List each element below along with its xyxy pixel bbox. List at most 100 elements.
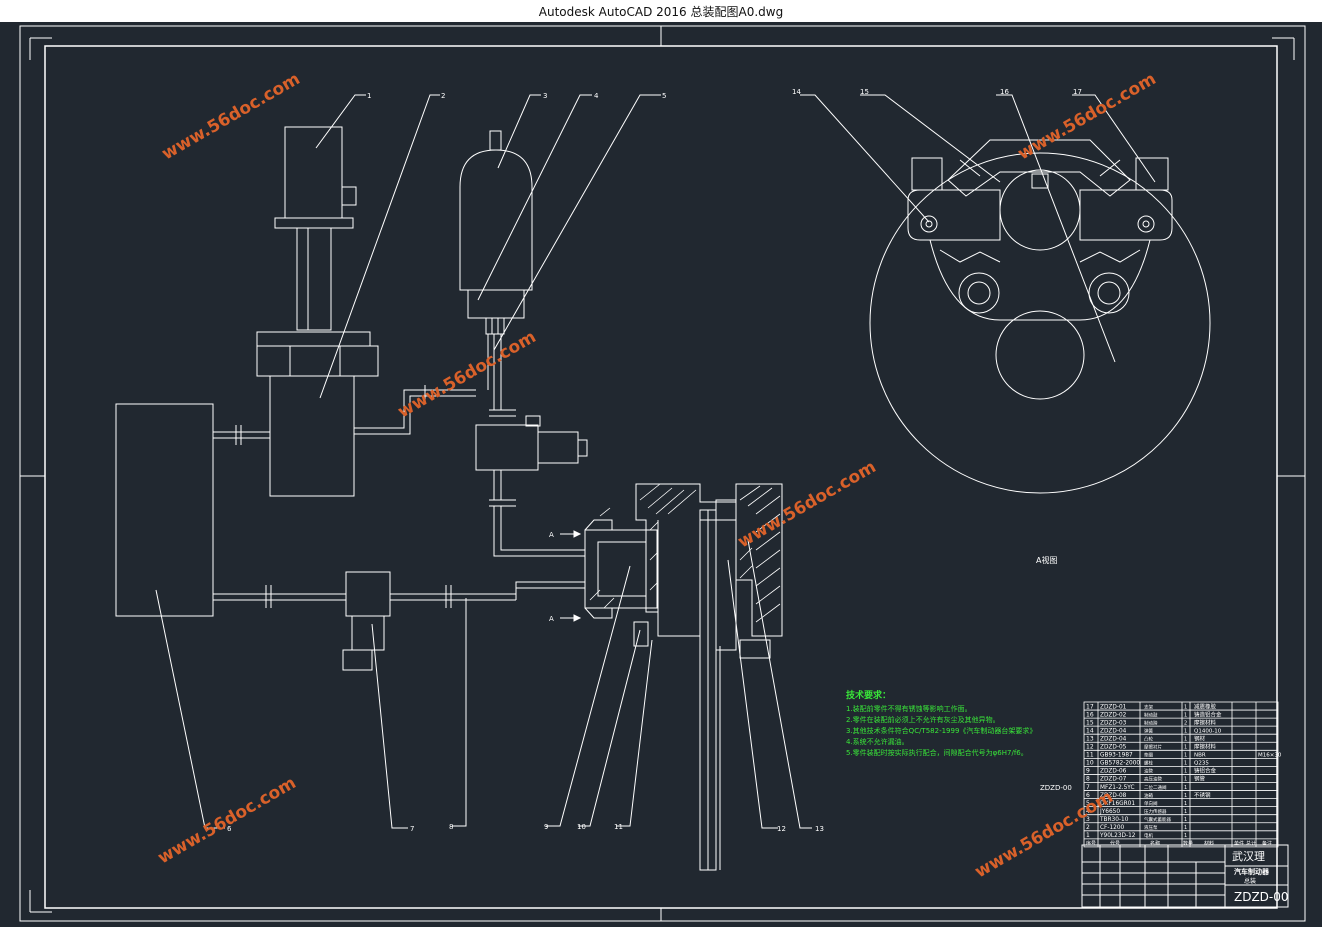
title-subtitle: 总装 bbox=[1244, 877, 1256, 885]
parts-row-qty: 1 bbox=[1184, 785, 1187, 791]
tech-req-line: 4.系统不允许漏油。 bbox=[846, 737, 909, 746]
tech-req-heading: 技术要求： bbox=[846, 689, 891, 701]
hydraulic-schematic bbox=[115, 126, 588, 671]
window-title: Autodesk AutoCAD 2016 总装配图A0.dwg bbox=[538, 5, 784, 19]
parts-row-material: 摩擦材料 bbox=[1194, 743, 1217, 751]
parts-row-no: 12 bbox=[1086, 744, 1094, 751]
drawing-code-left: ZDZD-00 bbox=[1040, 784, 1072, 792]
parts-row-no: 7 bbox=[1086, 784, 1090, 791]
parts-row-material: 铸造铝合金 bbox=[1194, 710, 1222, 718]
leader-lines bbox=[155, 94, 1156, 829]
parts-row-code: GB5782-2000 bbox=[1100, 761, 1140, 767]
parts-row-name: 二位二通阀 bbox=[1144, 784, 1167, 791]
parts-row-no: 16 bbox=[1086, 711, 1094, 718]
parts-row-code: ZDZD-07 bbox=[1100, 777, 1127, 783]
watermark: www.56doc.com bbox=[395, 327, 540, 422]
watermarks: www.56doc.com www.56doc.com www.56doc.co… bbox=[155, 69, 1160, 882]
parts-row-name: 摩擦衬片 bbox=[1144, 744, 1162, 751]
parts-row-name: 支架 bbox=[1144, 703, 1153, 710]
parts-row-material: 减震橡胶 bbox=[1194, 702, 1217, 710]
parts-row-name: 垫圈 bbox=[1144, 752, 1153, 759]
balloon-16: 16 bbox=[1000, 88, 1009, 96]
parts-row-name: 单向阀 bbox=[1144, 800, 1158, 807]
balloon-11: 11 bbox=[614, 823, 623, 831]
window-titlebar: Autodesk AutoCAD 2016 总装配图A0.dwg bbox=[0, 0, 1322, 22]
parts-row-material: 钢管 bbox=[1194, 775, 1206, 783]
parts-row-code: DXF16GR01 bbox=[1100, 801, 1135, 807]
watermark: www.56doc.com bbox=[1015, 69, 1160, 164]
drawing-canvas[interactable]: A A A视图 bbox=[0, 22, 1322, 927]
parts-row-qty: 1 bbox=[1184, 769, 1187, 775]
motor bbox=[284, 126, 343, 219]
section-marker-a-bottom: A bbox=[549, 615, 554, 623]
parts-header-cell: 序号 bbox=[1086, 840, 1096, 847]
parts-row-code: ZDZD-08 bbox=[1100, 793, 1127, 799]
view-a-label: A视图 bbox=[1036, 555, 1057, 565]
parts-header-cell: 单件 bbox=[1234, 840, 1244, 847]
parts-row-no: 3 bbox=[1086, 816, 1090, 823]
parts-row-no: 5 bbox=[1086, 800, 1090, 807]
parts-row-no: 17 bbox=[1086, 703, 1094, 710]
parts-row-name: 制动鼓 bbox=[1144, 711, 1158, 718]
outer-frame bbox=[19, 25, 1306, 922]
parts-row-code: ZDZD-04 bbox=[1100, 728, 1127, 734]
parts-row-material: Q235 bbox=[1194, 761, 1209, 767]
tech-requirements: 技术要求： 1.装配前零件不得有锈蚀等影响工作面。 2.零件在装配前必须上不允许… bbox=[846, 689, 1036, 757]
parts-row-code: JY6650 bbox=[1099, 809, 1120, 815]
balloon-8: 8 bbox=[449, 823, 453, 831]
watermark: www.56doc.com bbox=[972, 787, 1117, 882]
parts-header-cell: 总计 bbox=[1246, 840, 1256, 847]
parts-row-code: ZDZD-04 bbox=[1100, 736, 1127, 742]
parts-row-qty: 2 bbox=[1184, 720, 1187, 726]
parts-row-code: ZDZD-01 bbox=[1100, 704, 1127, 710]
balloon-10: 10 bbox=[577, 823, 586, 831]
title-block bbox=[1081, 844, 1289, 908]
parts-row-name: 电机 bbox=[1144, 832, 1153, 839]
tech-req-line: 5.零件装配时按实际执行配合，间隙配合代号为φ6H7/f6。 bbox=[846, 748, 1028, 757]
balloon-15: 15 bbox=[860, 88, 869, 96]
balloon-14: 14 bbox=[792, 88, 801, 96]
parts-header-cell: 代号 bbox=[1110, 840, 1120, 847]
parts-row-qty: 1 bbox=[1184, 793, 1187, 799]
drawing-svg: A A A视图 bbox=[19, 25, 1306, 922]
parts-row-name: 油箱 bbox=[1144, 792, 1153, 799]
parts-row-no: 4 bbox=[1086, 808, 1090, 815]
parts-row-qty: 1 bbox=[1184, 728, 1187, 734]
parts-row-no: 1 bbox=[1086, 832, 1090, 839]
parts-row-code: GB93-1987 bbox=[1100, 753, 1133, 759]
parts-row-code: ZDZD-03 bbox=[1100, 720, 1127, 726]
brake-section bbox=[560, 483, 783, 871]
parts-row-qty: 1 bbox=[1184, 809, 1187, 815]
parts-row-qty: 1 bbox=[1184, 825, 1187, 831]
parts-row-no: 2 bbox=[1086, 824, 1090, 831]
parts-row-no: 15 bbox=[1086, 719, 1094, 726]
title-school: 武汉理 bbox=[1232, 850, 1265, 863]
parts-row-code: Y90L23D-12 bbox=[1099, 833, 1136, 839]
parts-row-qty: 1 bbox=[1184, 817, 1187, 823]
parts-header-cell: 材料 bbox=[1204, 840, 1214, 847]
parts-row-no: 6 bbox=[1086, 792, 1090, 799]
parts-row-no: 13 bbox=[1086, 735, 1094, 742]
balloon-labels: 1 2 3 4 5 6 7 8 9 10 11 12 13 14 15 16 1… bbox=[227, 88, 1082, 833]
parts-row-qty: 1 bbox=[1184, 704, 1187, 710]
parts-row-name: 高压油管 bbox=[1144, 776, 1162, 783]
parts-row-no: 11 bbox=[1086, 752, 1094, 759]
parts-row-code: CF-1200 bbox=[1100, 825, 1125, 831]
parts-list-table bbox=[1083, 701, 1279, 848]
tech-req-line: 3.其他技术条件符合QC/T582-1999《汽车制动器台架要求》 bbox=[846, 726, 1036, 735]
parts-row-qty: 1 bbox=[1184, 801, 1187, 807]
balloon-17: 17 bbox=[1073, 88, 1082, 96]
parts-row-code: ZDZD-06 bbox=[1100, 769, 1127, 775]
parts-row-name: 螺栓 bbox=[1144, 760, 1153, 767]
parts-row-no: 9 bbox=[1086, 768, 1090, 775]
parts-note-right: M16×30 bbox=[1258, 753, 1282, 759]
parts-row-material: 钢材 bbox=[1194, 734, 1206, 742]
parts-row-code: ZDZD-05 bbox=[1100, 745, 1127, 751]
directional-valve bbox=[475, 424, 539, 471]
accumulator bbox=[459, 149, 533, 291]
balloon-12: 12 bbox=[777, 825, 786, 833]
balloon-6: 6 bbox=[227, 825, 232, 833]
parts-row-qty: 1 bbox=[1184, 761, 1187, 767]
two-way-valve bbox=[345, 571, 391, 617]
tech-req-line: 1.装配前零件不得有锈蚀等影响工作面。 bbox=[846, 704, 972, 713]
